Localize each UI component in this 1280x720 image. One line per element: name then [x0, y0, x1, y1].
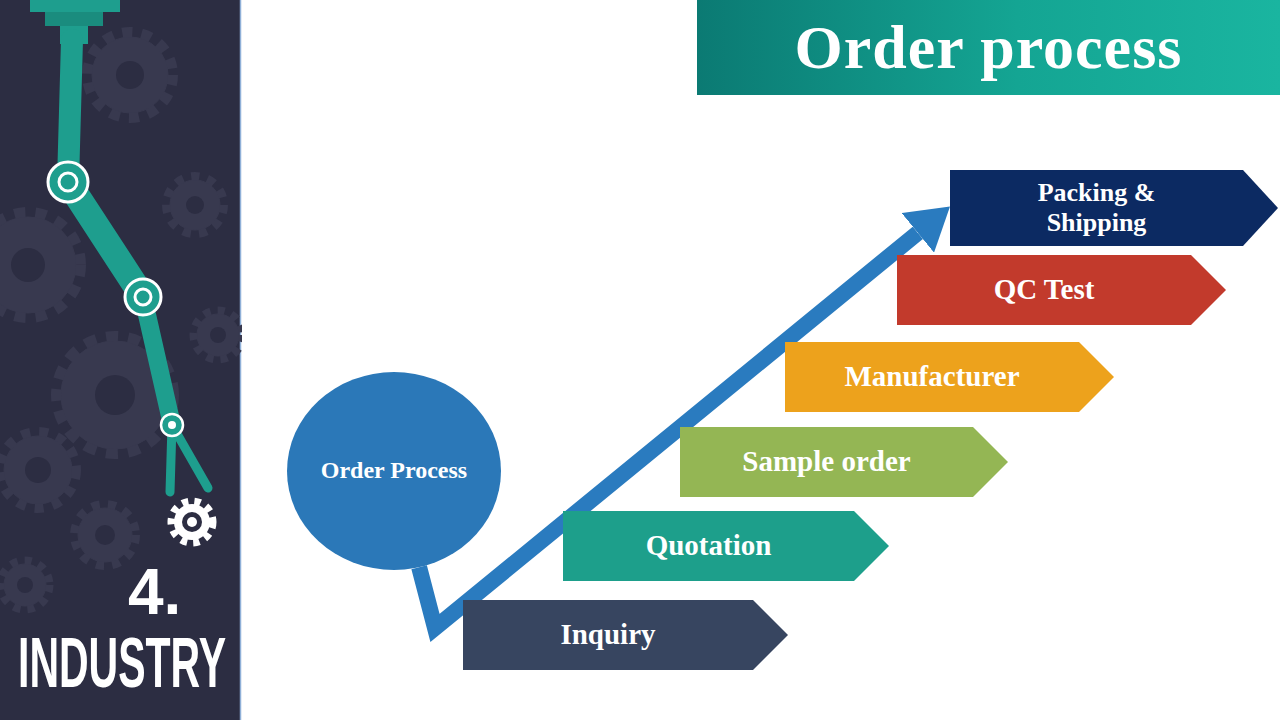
node-text: Sample order [742, 445, 910, 478]
chevron-fill [563, 511, 889, 581]
panel-label: 4. [128, 560, 181, 624]
step-chevron: Inquiry [463, 600, 788, 670]
step-chevron: Quotation [563, 511, 889, 581]
node-text: Packing & Shipping [1004, 178, 1189, 238]
node-text: Manufacturer [844, 360, 1019, 393]
node-text: Inquiry [560, 618, 655, 651]
step-chevron: QC Test [897, 255, 1226, 325]
circle-fill [287, 372, 501, 570]
panel-label: INDUSTRY [18, 628, 226, 698]
title-banner: Order process [697, 0, 1280, 95]
node-text: Quotation [646, 529, 772, 562]
node-text: QC Test [994, 273, 1095, 306]
held-gear [172, 502, 212, 542]
step-chevron: Sample order [680, 427, 1008, 497]
chevron-fill [950, 170, 1278, 246]
panel-border [240, 0, 242, 720]
chevron-fill [785, 342, 1114, 412]
chevron-fill [680, 427, 1008, 497]
step-chevron: Manufacturer [785, 342, 1114, 412]
industry-illustration [0, 0, 242, 720]
robot-arm [30, 0, 212, 542]
node-text: Order Process [321, 457, 467, 485]
side-panel [0, 0, 240, 720]
chevron-fill [463, 600, 788, 670]
step-chevron: Packing & Shipping [950, 170, 1278, 246]
background-gears [0, 33, 242, 609]
chevron-fill [897, 255, 1226, 325]
title-text: Order process [795, 12, 1183, 83]
process-circle: Order Process [287, 372, 501, 570]
